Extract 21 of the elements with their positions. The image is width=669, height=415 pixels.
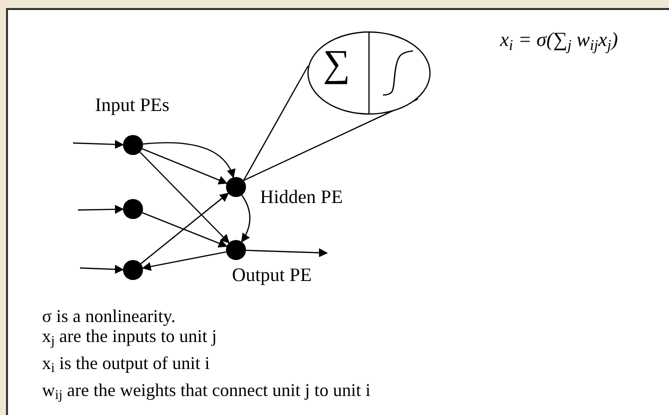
node-label: Output PE [232,264,312,288]
arrow [80,264,124,274]
note-text: w$_{ij}$ are the weights that connect unit j to unit i [42,379,370,402]
node-label: Hidden PE [260,186,343,210]
arrow [142,142,235,178]
note-text: σ is a nonlinearity. [42,305,176,328]
note-text: x$_{j}$ are the inputs to unit j [42,326,217,348]
group-label: Input PEs [95,94,170,118]
arrow [72,140,124,149]
arrow [142,251,226,271]
arrow [142,148,228,184]
arrow [78,204,124,214]
note-text: x$_{i}$ is the output of unit i [42,352,210,374]
arrow [241,194,250,243]
arrow [140,152,230,244]
arrow [142,212,228,248]
arrow [246,248,328,258]
sum-symbol: ∑ [323,45,350,83]
arrow [140,192,229,264]
formula: x$_{i}$ = σ(∑$_{j}$ w$_{ij}$x$_{j}$) [500,28,618,53]
callout-line [243,66,309,181]
